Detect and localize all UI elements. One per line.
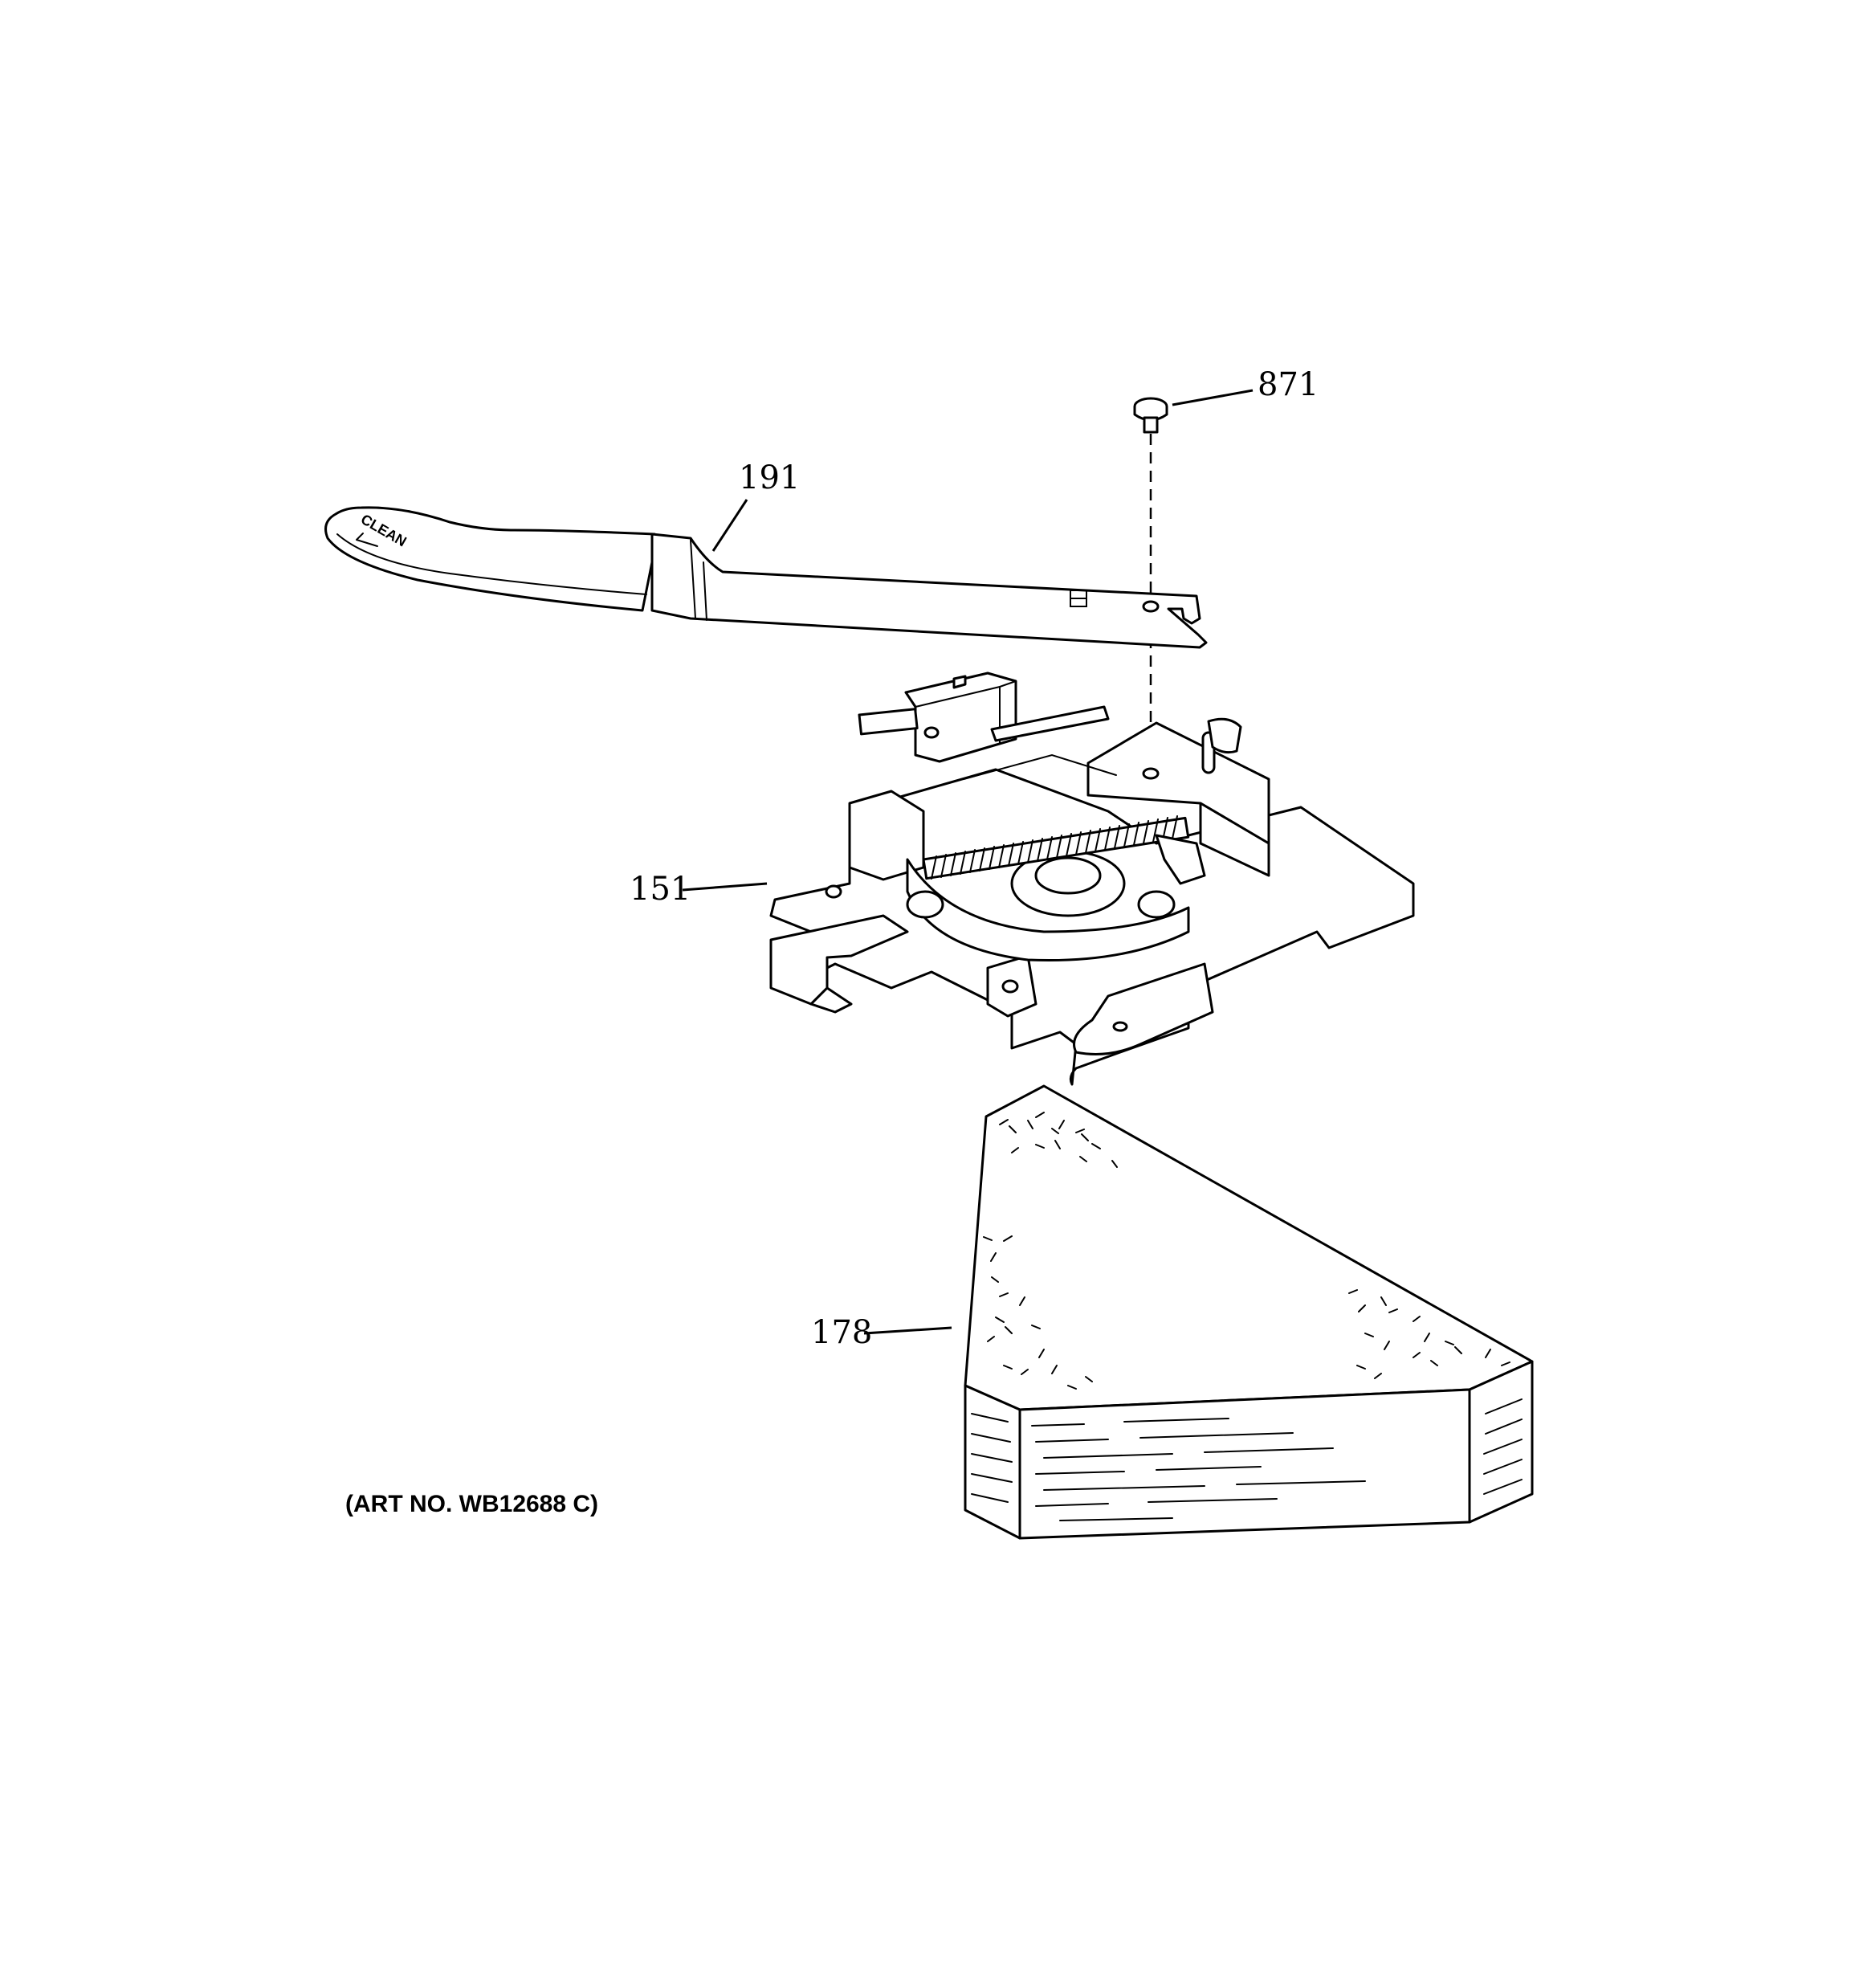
art-number: (ART NO. WB12688 C) [345,1491,598,1517]
door-lock-assembly-151[interactable] [769,672,1415,1086]
insulation-texture [971,1112,1523,1521]
arrow-icon [356,533,378,547]
microswitch [858,672,1110,763]
part-label-871[interactable]: 871 [1258,366,1319,403]
part-label-178[interactable]: 178 [811,1314,872,1351]
part-label-151[interactable]: 151 [630,871,691,908]
leader-151 [682,882,768,892]
screw-871[interactable] [1133,397,1168,434]
leader-178 [863,1326,952,1335]
insulation-178[interactable] [964,1084,1534,1540]
leader-191 [711,499,748,552]
part-label-191[interactable]: 191 [739,459,800,496]
spring [922,815,1190,880]
lock-handle-191[interactable]: CLEAN [324,506,1208,649]
leader-871 [1172,389,1254,406]
